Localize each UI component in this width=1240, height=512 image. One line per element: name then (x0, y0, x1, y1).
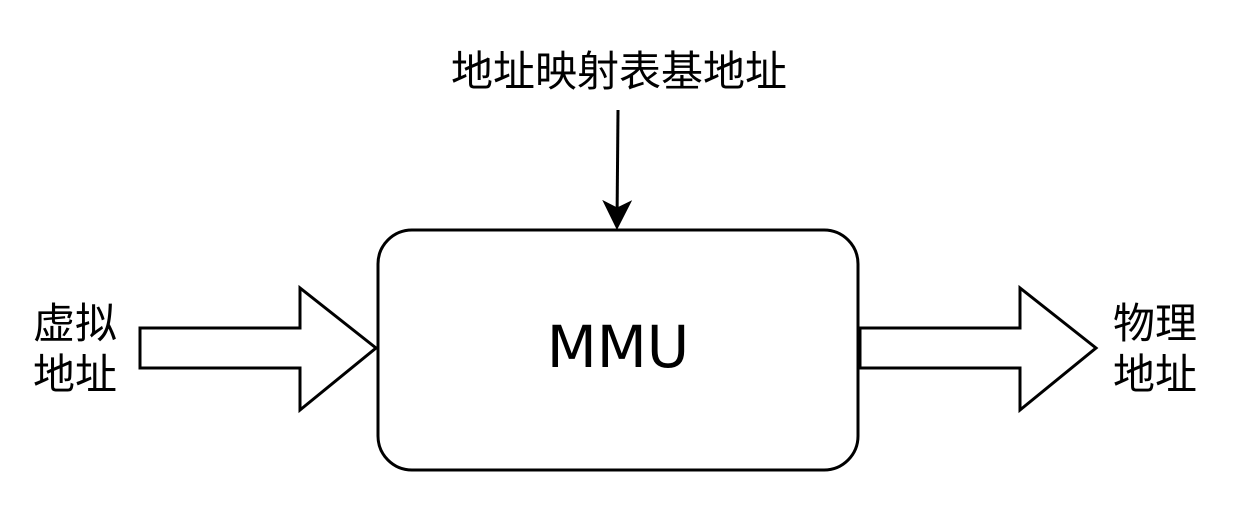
base-address-arrow (602, 109, 633, 230)
virtual-address-label-line1: 虚拟 (32, 299, 117, 348)
mmu-box (376, 228, 860, 472)
mmu-label: MMU (546, 313, 690, 381)
virtual-address-arrow (138, 284, 379, 414)
physical-address-label-line2: 地址 (1112, 350, 1197, 399)
virtual-address-label-line2: 地址 (32, 350, 117, 399)
physical-address-arrow (858, 284, 1099, 414)
physical-address-label-line1: 物理 (1112, 299, 1197, 348)
base-address-label: 地址映射表基地址 (450, 47, 787, 96)
